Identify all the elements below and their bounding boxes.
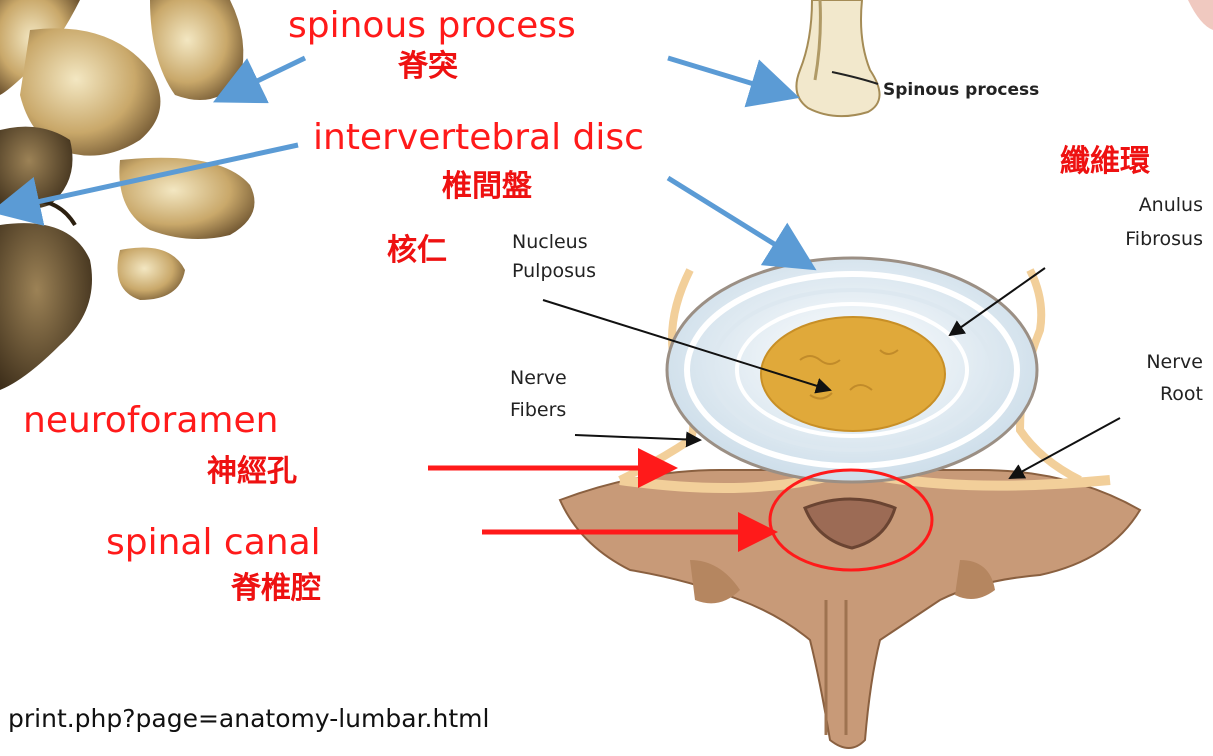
label-nerve-root-2: Root — [1083, 385, 1203, 404]
label-nerve-fibers-1: Nerve — [510, 369, 567, 388]
label-annulus-zh: 纖維環 — [1060, 147, 1150, 177]
label-spinous-process-en: spinous process — [288, 8, 576, 44]
url-fragment-text: print.php?page=anatomy-lumbar.html — [8, 706, 489, 731]
label-annulus-en-2: Fibrosus — [1073, 230, 1203, 249]
vertebra-cross-section — [560, 258, 1140, 748]
label-neuroforamen-zh: 神經孔 — [207, 457, 297, 487]
label-intervertebral-disc-zh: 椎間盤 — [442, 172, 532, 202]
label-spinous-process-zh: 脊突 — [398, 52, 458, 82]
label-nucleus-zh: 核仁 — [387, 236, 447, 266]
label-annulus-en-1: Anulus — [1083, 196, 1203, 215]
label-spinal-canal-zh: 脊椎腔 — [231, 574, 321, 604]
label-neuroforamen-en: neuroforamen — [23, 403, 278, 439]
label-spinous-process-diagram: Spinous process — [883, 82, 1039, 99]
label-intervertebral-disc-en: intervertebral disc — [313, 120, 644, 156]
label-nucleus-en-2: Pulposus — [512, 262, 596, 281]
label-nucleus-en-1: Nucleus — [512, 233, 588, 252]
label-spinal-canal-en: spinal canal — [106, 525, 321, 561]
label-nerve-fibers-2: Fibers — [510, 401, 566, 420]
left-vertebrae-image — [0, 0, 255, 390]
label-nerve-root-1: Nerve — [1083, 353, 1203, 372]
